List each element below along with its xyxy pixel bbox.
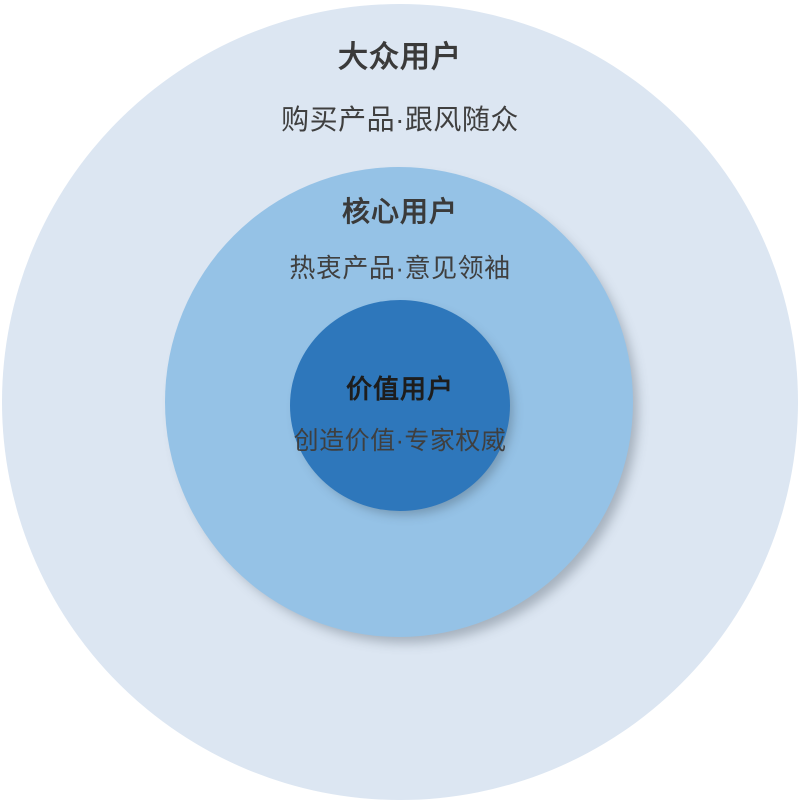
label-group-core-users: 核心用户 热衷产品·意见领袖: [0, 193, 800, 287]
label-title-mass-users: 大众用户: [338, 41, 462, 74]
label-group-value-users: 价值用户 创造价值·专家权威: [0, 372, 800, 458]
label-title-core-users: 核心用户: [341, 196, 458, 227]
label-subtitle-mass-users: 购买产品·跟风随众: [281, 104, 519, 135]
label-group-mass-users: 大众用户 购买产品·跟风随众: [0, 38, 800, 140]
label-title-value-users: 价值用户: [345, 374, 454, 404]
label-subtitle-core-users: 热衷产品·意见领袖: [289, 253, 511, 283]
circle-value-users[interactable]: [290, 300, 510, 511]
label-subtitle-value-users: 创造价值·专家权威: [293, 427, 507, 455]
